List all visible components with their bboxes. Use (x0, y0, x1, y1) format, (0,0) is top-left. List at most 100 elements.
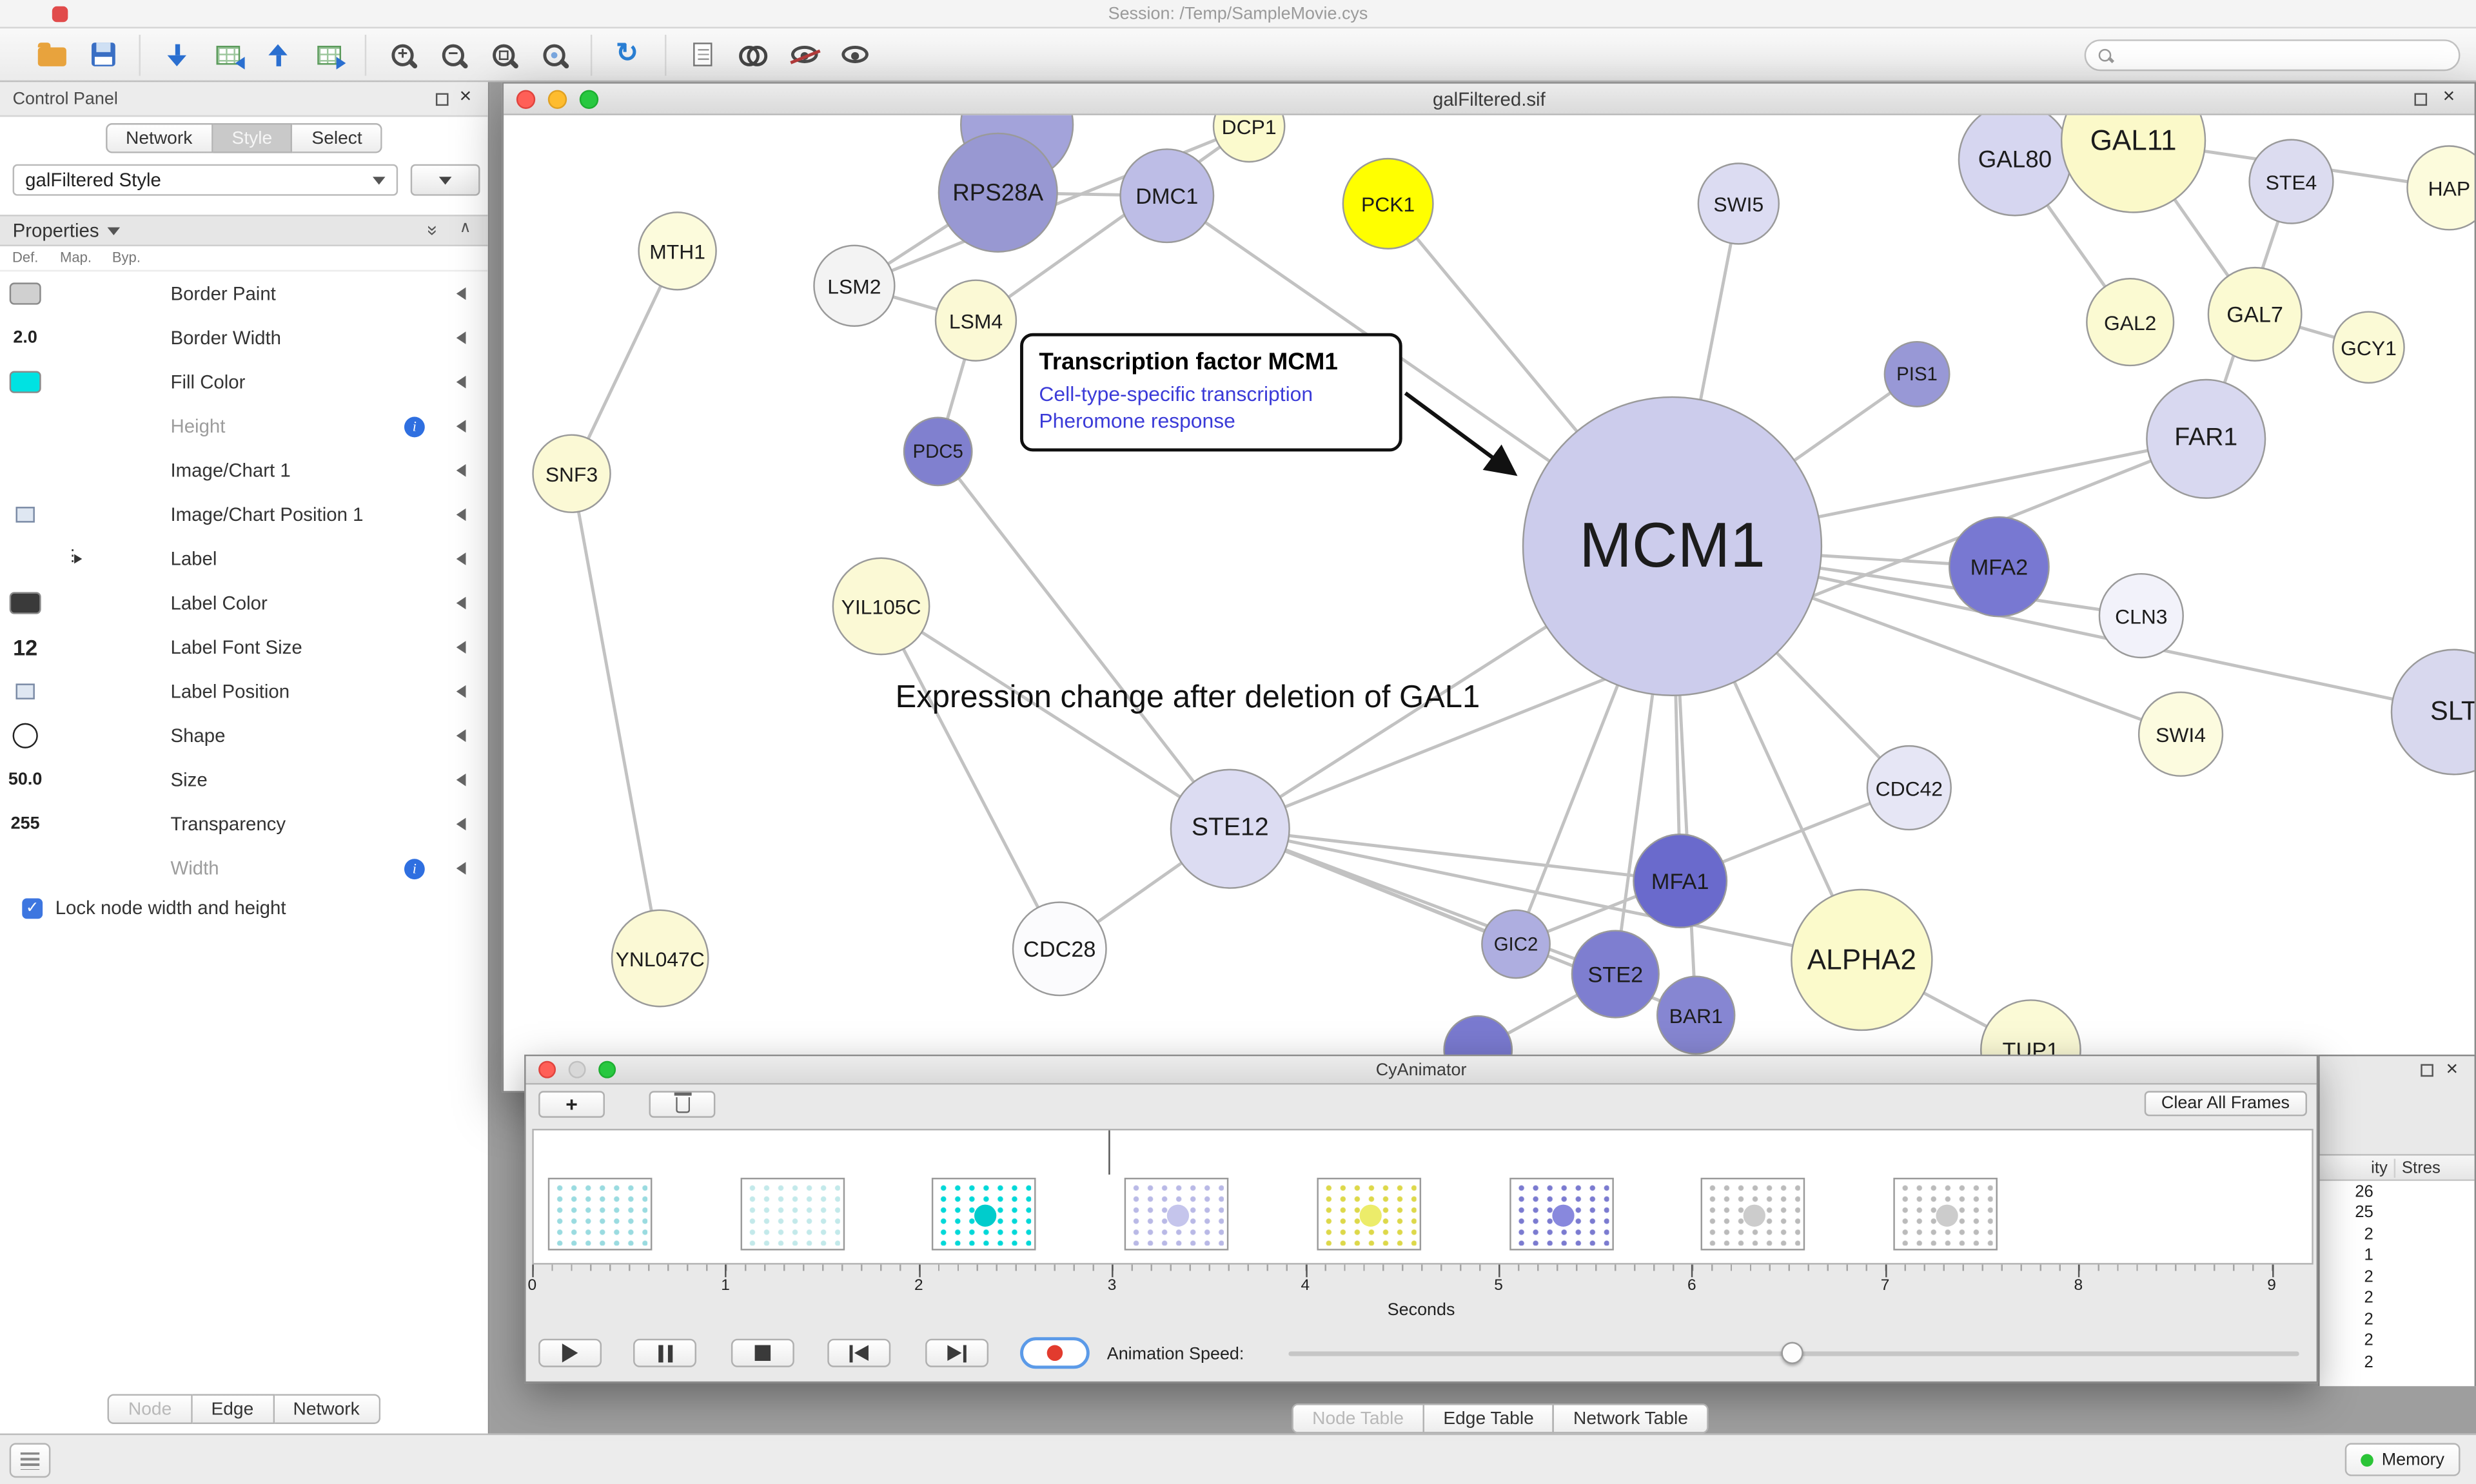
node-STE2[interactable]: STE2 (1571, 930, 1660, 1019)
frame-thumbnail-2[interactable] (932, 1177, 1037, 1251)
zoom-in-button[interactable] (377, 34, 427, 75)
close-panel-icon[interactable] (460, 84, 475, 106)
edge-LSM4-DCP1[interactable] (975, 124, 1250, 322)
animation-speed-slider[interactable] (1288, 1342, 2299, 1364)
frames-timeline[interactable] (532, 1129, 2314, 1265)
record-button[interactable] (1020, 1337, 1090, 1369)
save-session-button[interactable] (77, 34, 128, 75)
import-table-button[interactable] (202, 34, 252, 75)
zoom-window-icon[interactable] (579, 89, 599, 108)
expand-arrow-icon[interactable] (456, 464, 466, 477)
zoom-window-icon[interactable] (598, 1060, 616, 1079)
tab-select[interactable]: Select (293, 123, 383, 153)
play-button[interactable] (538, 1338, 602, 1367)
column-header[interactable]: Stres (2401, 1158, 2441, 1177)
node-MTH1[interactable]: MTH1 (638, 211, 717, 291)
lock-size-checkbox[interactable] (22, 897, 43, 919)
slider-thumb[interactable] (1781, 1342, 1803, 1364)
close-window-icon[interactable] (538, 1060, 556, 1079)
stop-button[interactable] (731, 1338, 794, 1367)
zoom-fit-button[interactable] (478, 34, 529, 75)
table-row[interactable]: 2 (2320, 1266, 2475, 1287)
node-MFA1[interactable]: MFA1 (1633, 834, 1728, 929)
frame-thumbnail-6[interactable] (1701, 1177, 1805, 1251)
node-STE4[interactable]: STE4 (2248, 139, 2334, 224)
edge-MTH1-SNF3[interactable] (570, 250, 679, 474)
table-row[interactable]: 2 (2320, 1309, 2475, 1330)
panel-toggle-button[interactable] (9, 1443, 51, 1478)
property-row-label[interactable]: Label (0, 537, 488, 581)
network-window-titlebar[interactable]: galFiltered.sif (504, 83, 2475, 115)
table-row[interactable]: 2 (2320, 1224, 2475, 1245)
expand-arrow-icon[interactable] (456, 331, 466, 344)
cyanimator-titlebar[interactable]: CyAnimator (526, 1056, 2317, 1085)
expand-arrow-icon[interactable] (456, 552, 466, 565)
edge-STE12-PDC5[interactable] (936, 450, 1232, 830)
expand-arrow-icon[interactable] (456, 774, 466, 786)
tab-node-table[interactable]: Node Table (1292, 1403, 1424, 1434)
expand-arrow-icon[interactable] (456, 287, 466, 300)
table-row[interactable]: 2 (2320, 1351, 2475, 1372)
expand-arrow-icon[interactable] (456, 862, 466, 875)
node-SNF3[interactable]: SNF3 (532, 434, 611, 513)
node-LSM2[interactable]: LSM2 (813, 244, 896, 327)
property-row-fill-color[interactable]: Fill Color (0, 360, 488, 404)
edge-STE12-MFA1[interactable] (1230, 827, 1680, 883)
import-network-button[interactable] (152, 34, 202, 75)
frame-thumbnail-1[interactable] (740, 1177, 845, 1251)
close-view-icon[interactable] (2443, 84, 2459, 106)
minimize-window-icon[interactable] (547, 89, 567, 108)
style-options-button[interactable] (410, 164, 480, 196)
node-PCK1[interactable]: PCK1 (1342, 157, 1434, 249)
property-row-border-paint[interactable]: Border Paint (0, 271, 488, 316)
collapse-all-icon[interactable] (458, 219, 475, 239)
pause-button[interactable] (633, 1338, 697, 1367)
column-header[interactable]: ity (2320, 1158, 2396, 1177)
edge-YIL105C-CDC28[interactable] (879, 605, 1061, 950)
delete-frame-button[interactable] (649, 1091, 716, 1118)
add-frame-button[interactable] (538, 1091, 605, 1118)
zoom-selected-button[interactable] (529, 34, 579, 75)
expand-arrow-icon[interactable] (456, 641, 466, 654)
property-row-shape[interactable]: Shape (0, 714, 488, 758)
node-CDC28[interactable]: CDC28 (1012, 901, 1107, 997)
previous-frame-button[interactable] (827, 1338, 891, 1367)
node-CDC42[interactable]: CDC42 (1866, 745, 1952, 831)
tab-network[interactable]: Network (105, 123, 213, 153)
expand-arrow-icon[interactable] (456, 420, 466, 433)
property-row-label-position[interactable]: Label Position (0, 669, 488, 714)
edge-SNF3-YNL047C[interactable] (570, 473, 662, 959)
node-STE12[interactable]: STE12 (1170, 768, 1290, 889)
node-ALPHA2[interactable]: ALPHA2 (1791, 888, 1933, 1031)
node-GAL2[interactable]: GAL2 (2086, 278, 2175, 367)
property-row-width[interactable]: Width (0, 846, 488, 891)
node-PDC5[interactable]: PDC5 (903, 416, 973, 487)
tab-edge[interactable]: Edge (192, 1394, 275, 1424)
expand-arrow-icon[interactable] (456, 375, 466, 389)
node-GAL7[interactable]: GAL7 (2207, 266, 2303, 362)
frame-thumbnail-4[interactable] (1316, 1177, 1421, 1251)
minimize-window-icon[interactable] (568, 1060, 586, 1079)
frame-thumbnail-5[interactable] (1509, 1177, 1613, 1251)
close-window-icon[interactable] (516, 89, 536, 108)
search-input[interactable] (2119, 44, 2446, 64)
edge-STE12-YIL105C[interactable] (880, 605, 1232, 830)
table-row[interactable]: 1 (2320, 1245, 2475, 1266)
export-network-button[interactable] (253, 34, 303, 75)
export-table-button[interactable] (303, 34, 353, 75)
node-CLN3[interactable]: CLN3 (2098, 572, 2184, 659)
node-BAR1[interactable]: BAR1 (1656, 975, 1736, 1055)
property-row-label-color[interactable]: Label Color (0, 581, 488, 625)
frame-thumbnail-7[interactable] (1893, 1177, 1998, 1251)
table-row[interactable]: 2 (2320, 1287, 2475, 1309)
annotation-link-1[interactable]: Cell-type-specific transcription (1039, 382, 1313, 406)
tab-network-table[interactable]: Network Table (1554, 1403, 1709, 1434)
node-MCM1[interactable]: MCM1 (1522, 396, 1823, 697)
expand-arrow-icon[interactable] (456, 817, 466, 831)
next-frame-button[interactable] (925, 1338, 989, 1367)
hide-selected-button[interactable] (778, 34, 829, 75)
node-HAP[interactable]: HAP (2406, 145, 2475, 231)
canvas-caption[interactable]: Expression change after deletion of GAL1 (895, 680, 1480, 716)
memory-button[interactable]: Memory (2345, 1443, 2461, 1476)
